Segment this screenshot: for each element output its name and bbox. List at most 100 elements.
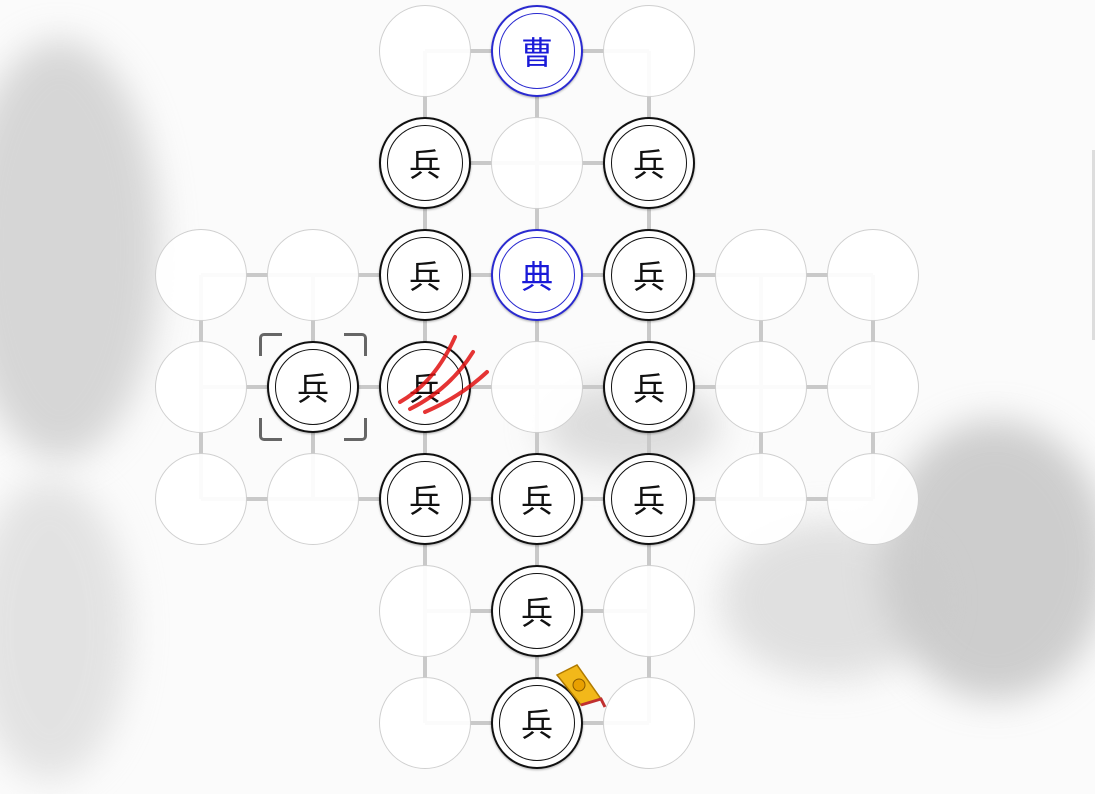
soldier-piece[interactable]: 兵 xyxy=(603,453,695,545)
board-line xyxy=(311,275,315,387)
empty-cell[interactable] xyxy=(379,677,471,769)
ink-mountain-left-low xyxy=(0,480,130,780)
empty-cell[interactable] xyxy=(827,453,919,545)
board-line xyxy=(537,609,649,613)
soldier-piece[interactable]: 兵 xyxy=(491,677,583,769)
board-line xyxy=(535,611,539,723)
board-line xyxy=(535,275,539,387)
board-line xyxy=(425,497,537,501)
board-line xyxy=(761,273,873,277)
board-line xyxy=(871,275,875,387)
soldier-piece[interactable]: 兵 xyxy=(379,117,471,209)
board-line xyxy=(425,161,537,165)
empty-cell[interactable] xyxy=(715,341,807,433)
board-line xyxy=(647,387,651,499)
board-line xyxy=(649,385,761,389)
empty-cell[interactable] xyxy=(155,341,247,433)
soldier-piece[interactable]: 兵 xyxy=(379,453,471,545)
empty-cell[interactable] xyxy=(715,453,807,545)
empty-cell[interactable] xyxy=(491,341,583,433)
board-line xyxy=(647,275,651,387)
piece-label: 兵 xyxy=(387,125,463,201)
piece-label: 兵 xyxy=(387,349,463,425)
board-line xyxy=(535,387,539,499)
board-line xyxy=(537,161,649,165)
empty-cell[interactable] xyxy=(267,229,359,321)
board-line xyxy=(311,387,315,499)
board-line xyxy=(535,499,539,611)
piece-label: 兵 xyxy=(611,349,687,425)
piece-label: 兵 xyxy=(611,125,687,201)
board-line xyxy=(537,49,649,53)
board-line xyxy=(423,499,427,611)
board-line xyxy=(537,497,649,501)
board-line xyxy=(535,163,539,275)
empty-cell[interactable] xyxy=(491,117,583,209)
board-line xyxy=(425,273,537,277)
board-line xyxy=(761,385,873,389)
board-line xyxy=(647,163,651,275)
board-line xyxy=(649,497,761,501)
soldier-piece[interactable]: 兵 xyxy=(603,229,695,321)
piece-label: 兵 xyxy=(387,237,463,313)
board-line xyxy=(313,385,425,389)
board-line xyxy=(423,163,427,275)
empty-cell[interactable] xyxy=(267,453,359,545)
empty-cell[interactable] xyxy=(379,565,471,657)
board-line xyxy=(425,609,537,613)
piece-label: 兵 xyxy=(499,685,575,761)
board-line xyxy=(423,611,427,723)
soldier-piece[interactable]: 兵 xyxy=(491,453,583,545)
board-line xyxy=(423,51,427,163)
piece-label: 兵 xyxy=(611,461,687,537)
soldier-piece[interactable]: 兵 xyxy=(603,341,695,433)
board-line xyxy=(199,275,203,387)
empty-cell[interactable] xyxy=(603,565,695,657)
board-line xyxy=(537,385,649,389)
empty-cell[interactable] xyxy=(155,453,247,545)
soldier-piece[interactable]: 兵 xyxy=(267,341,359,433)
board-line xyxy=(761,497,873,501)
board-line xyxy=(759,275,763,387)
board-line xyxy=(759,387,763,499)
enemy-piece[interactable]: 曹 xyxy=(491,5,583,97)
piece-label: 曹 xyxy=(499,13,575,89)
soldier-piece[interactable]: 兵 xyxy=(379,341,471,433)
board-line xyxy=(201,497,313,501)
board-line xyxy=(201,385,313,389)
empty-cell[interactable] xyxy=(715,229,807,321)
ink-house-right xyxy=(720,520,940,680)
board-line xyxy=(423,275,427,387)
board-line xyxy=(425,721,537,725)
piece-label: 兵 xyxy=(611,237,687,313)
empty-cell[interactable] xyxy=(155,229,247,321)
empty-cell[interactable] xyxy=(379,5,471,97)
board-line xyxy=(199,387,203,499)
soldier-piece[interactable]: 兵 xyxy=(603,117,695,209)
board-line xyxy=(201,273,313,277)
piece-label: 兵 xyxy=(499,461,575,537)
board-line xyxy=(647,51,651,163)
board-line xyxy=(649,273,761,277)
empty-cell[interactable] xyxy=(603,677,695,769)
soldier-piece[interactable]: 兵 xyxy=(379,229,471,321)
empty-cell[interactable] xyxy=(827,229,919,321)
board-line xyxy=(423,387,427,499)
piece-label: 兵 xyxy=(275,349,351,425)
board-line xyxy=(535,51,539,163)
soldier-piece[interactable]: 兵 xyxy=(491,565,583,657)
piece-label: 典 xyxy=(499,237,575,313)
board-line xyxy=(425,49,537,53)
enemy-piece[interactable]: 典 xyxy=(491,229,583,321)
ink-mountain-left xyxy=(0,40,160,460)
board-line xyxy=(647,611,651,723)
empty-cell[interactable] xyxy=(603,5,695,97)
piece-label: 兵 xyxy=(387,461,463,537)
board-line xyxy=(313,497,425,501)
board-line xyxy=(871,387,875,499)
piece-label: 兵 xyxy=(499,573,575,649)
empty-cell[interactable] xyxy=(827,341,919,433)
board-line xyxy=(537,721,649,725)
right-edge-bar xyxy=(1092,150,1095,340)
